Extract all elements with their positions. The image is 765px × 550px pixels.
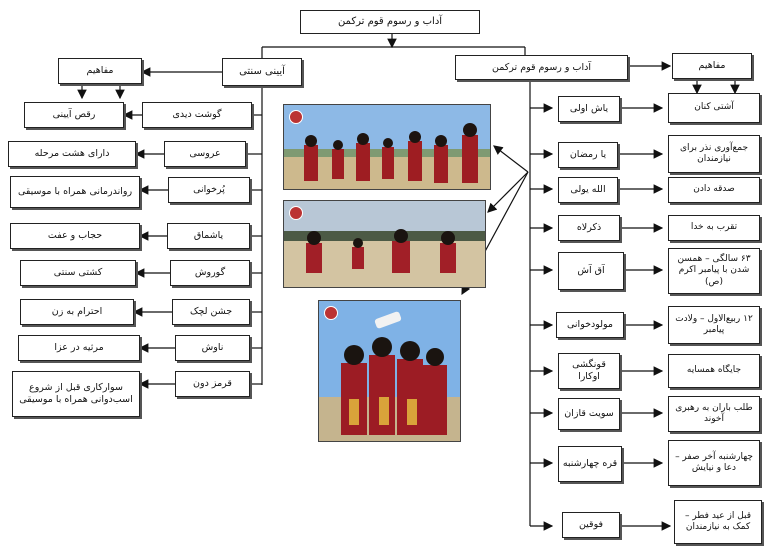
left-meaning-6: احترام به زن [20,299,134,325]
left-item-2: عروسی [164,141,246,167]
right-meaning-label: چهارشنبه آخر صفر – دعا و نیایش [675,451,753,473]
right-meaning-label: ۶۳ سالگی – همسن شدن با پیامبر اکرم (ص) [677,254,751,287]
right-item-label: فوقین [578,519,604,531]
photo-dancers-raised [318,300,461,442]
right-item-8: سویت قازان [558,398,620,430]
left-item-label: یاشماق [193,230,224,242]
left-meaning-5: کشتی سنتی [20,260,136,286]
right-item-9: قره چهارشنبه [558,446,622,482]
left-concepts-label: مفاهیم [86,65,114,77]
right-concepts-box: مفاهیم [672,53,752,79]
left-meaning-label: کشتی سنتی [53,267,103,279]
right-meaning-label: جایگاه همسایه [686,365,742,376]
top-title-box: آداب و رسوم قوم ترکمن [300,10,480,34]
right-meaning-10: قبل از عید فطر – کمک به نیازمندان [674,500,762,544]
left-branch-title-box: آیینی سنتی [222,58,302,86]
right-item-5: آق آش [558,252,624,290]
seal-icon [289,110,303,124]
right-concepts-label: مفاهیم [698,60,726,72]
right-item-label: قره چهارشنبه [562,458,618,470]
right-item-6: مولودخوانی [556,312,624,338]
seal-icon [289,206,303,220]
right-branch-title: آداب و رسوم قوم ترکمن [492,61,591,73]
right-item-label: ذکرلاه [576,222,602,234]
right-meaning-label: صدقه دادن [693,184,735,195]
left-meaning-4: حجاب و عفت [10,223,140,249]
right-meaning-6: ۱۲ ربیع‌الاول – ولادت پیامبر [668,306,760,344]
photo-dancers-group [283,104,491,190]
right-meaning-label: ۱۲ ربیع‌الاول – ولادت پیامبر [675,313,753,335]
right-meaning-3: صدقه دادن [668,177,760,203]
right-meaning-label: جمع‌آوری نذر برای نیازمندان [679,142,749,164]
left-item-4: یاشماق [167,223,250,249]
right-branch-title-box: آداب و رسوم قوم ترکمن [455,55,628,80]
dancers-group-illustration [284,105,490,189]
left-item-label: گوروش [194,267,226,279]
left-meaning-label: رواندرمانی همراه با موسیقی [17,186,133,198]
left-meaning-7: مرثیه در عزا [18,335,140,361]
left-branch-title: آیینی سنتی [239,65,285,77]
right-item-2: یا رمضان [558,142,618,168]
seal-icon [324,306,338,320]
right-item-label: آق آش [577,265,605,277]
right-item-label: یاش اولی [569,103,609,115]
dancers-field-illustration [284,201,485,287]
right-item-3: الله یولی [558,177,618,203]
left-meaning-label: سوارکاری قبل از شروع اسب‌دوانی همراه با … [19,382,133,405]
left-item-8: قرمز دون [175,371,250,397]
left-meaning-8: سوارکاری قبل از شروع اسب‌دوانی همراه با … [12,371,140,417]
right-meaning-label: طلب باران به رهبری آخوند [675,402,753,424]
right-meaning-label: تقرب به خدا [690,222,738,233]
right-meaning-5: ۶۳ سالگی – همسن شدن با پیامبر اکرم (ص) [668,248,760,294]
left-item-6: جشن لچک [172,299,250,325]
left-meaning-label: رقص آیینی [52,109,96,121]
right-meaning-2: جمع‌آوری نذر برای نیازمندان [668,135,760,173]
right-meaning-1: آشتی کنان [668,93,760,123]
left-item-label: پُرخوانی [193,184,225,196]
right-item-7: قونگشی اوکارا [558,353,620,389]
right-meaning-8: طلب باران به رهبری آخوند [668,396,760,432]
right-meaning-7: جایگاه همسایه [668,354,760,388]
left-item-label: گوشت دیدی [172,109,222,121]
right-meaning-label: آشتی کنان [694,102,734,113]
right-item-10: فوقین [562,512,620,538]
right-item-label: مولودخوانی [567,319,614,331]
right-meaning-label: قبل از عید فطر – کمک به نیازمندان [684,510,752,532]
left-meaning-3: رواندرمانی همراه با موسیقی [10,176,140,208]
left-item-label: جشن لچک [189,306,233,318]
right-item-4: ذکرلاه [558,215,620,241]
right-item-label: قونگشی اوکارا [572,359,606,382]
right-meaning-9: چهارشنبه آخر صفر – دعا و نیایش [668,440,760,486]
left-meaning-label: احترام به زن [51,306,103,318]
left-meaning-label: دارای هشت مرحله [34,148,110,160]
right-item-label: یا رمضان [569,149,607,161]
left-item-label: عروسی [189,148,221,160]
left-meaning-2: دارای هشت مرحله [8,141,136,167]
left-concepts-box: مفاهیم [58,58,142,84]
left-meaning-1: رقص آیینی [24,102,124,128]
left-item-label: قرمز دون [193,378,232,390]
right-item-label: الله یولی [570,184,606,196]
right-item-label: سویت قازان [564,408,614,420]
left-item-1: گوشت دیدی [142,102,252,128]
photo-dancers-field [283,200,486,288]
left-meaning-label: حجاب و عفت [47,230,103,242]
left-item-7: ناوش [175,335,250,361]
right-item-1: یاش اولی [558,96,620,122]
left-item-label: ناوش [201,342,224,354]
left-item-3: پُرخوانی [168,177,250,203]
right-meaning-4: تقرب به خدا [668,215,760,241]
left-item-5: گوروش [170,260,250,286]
dancers-raised-illustration [319,301,460,441]
left-meaning-label: مرثیه در عزا [54,342,104,354]
top-title: آداب و رسوم قوم ترکمن [337,15,443,27]
